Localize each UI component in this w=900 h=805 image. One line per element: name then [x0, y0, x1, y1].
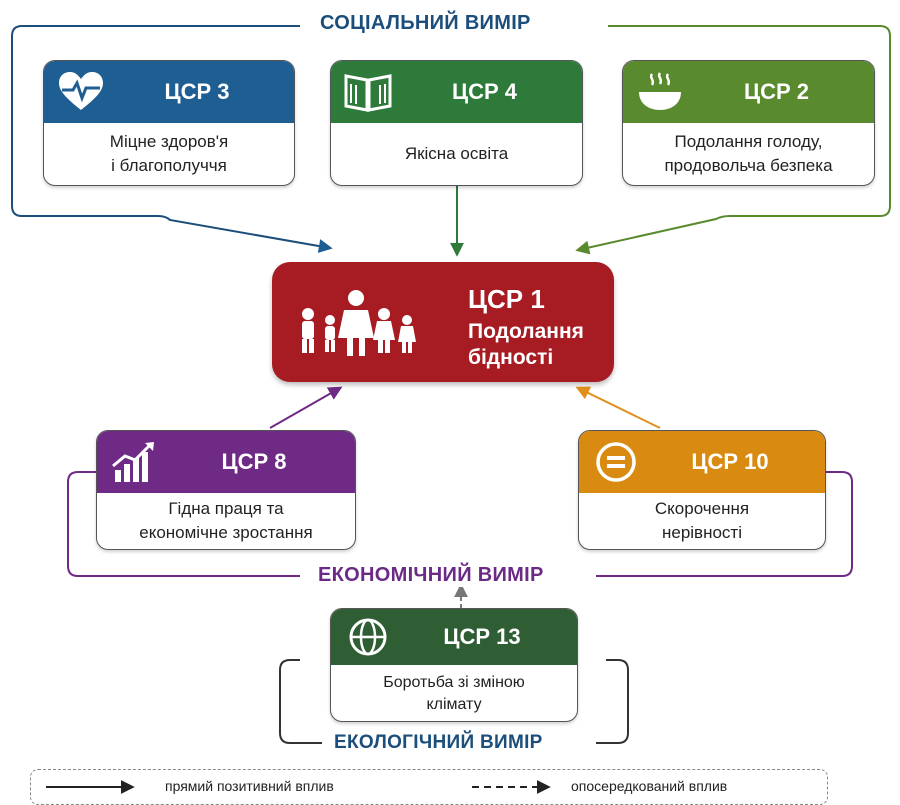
- arrow-sdg8-to-sdg1: [269, 386, 343, 429]
- sdg1-card: ЦСР 1 Подолання бідності: [272, 262, 614, 382]
- sdg1-title-line1: Подолання: [468, 320, 584, 343]
- sdg8-card: ЦСР 8 Гідна праця та економічне зростанн…: [96, 430, 356, 550]
- sdg3-title-line2: і благополуччя: [111, 156, 227, 175]
- legend: прямий позитивний вплив опосередкований …: [30, 769, 828, 805]
- sdg2-title-line1: Подолання голоду,: [674, 132, 823, 151]
- economic-frame-right: [596, 471, 853, 577]
- arrow-sdg10-to-sdg1: [575, 386, 661, 429]
- legend-indirect-label: опосередкований вплив: [571, 778, 728, 794]
- ecological-frame-left: [279, 659, 322, 744]
- sdg3-card: ЦСР 3 Міцне здоров'я і благополуччя: [43, 60, 295, 186]
- sdg4-title-line1: Якісна освіта: [404, 144, 509, 163]
- family-icon: [294, 290, 424, 360]
- sdg1-title-line2: бідності: [468, 346, 554, 369]
- sdg10-title-line1: Скорочення: [654, 499, 750, 518]
- sdg1-code: ЦСР 1: [468, 284, 545, 314]
- sdg13-card: ЦСР 13 Боротьба зі зміною клімату: [330, 608, 578, 722]
- sdg2-title-line2: продовольча безпека: [664, 156, 833, 175]
- sdg2-code: ЦСР 2: [744, 79, 809, 104]
- sdg10-code: ЦСР 10: [691, 449, 769, 474]
- sdg10-title-line2: нерівності: [661, 523, 742, 542]
- heart-pulse-icon: [44, 61, 118, 123]
- globe-icon: [331, 609, 405, 665]
- sdg8-code: ЦСР 8: [221, 449, 287, 474]
- book-icon: [331, 61, 405, 123]
- sdg3-code: ЦСР 3: [164, 79, 230, 104]
- economic-dimension-title: ЕКОНОМІЧНИЙ ВИМІР: [306, 564, 556, 587]
- sdg13-title-line1: Боротьба зі зміною: [383, 674, 525, 691]
- social-frame: [11, 25, 333, 253]
- sdg8-title-line2: економічне зростання: [139, 523, 313, 542]
- ecological-dimension-title: ЕКОЛОГІЧНИЙ ВИМІР: [322, 732, 555, 754]
- legend-direct-label: прямий позитивний вплив: [165, 778, 334, 794]
- sdg3-title-line1: Міцне здоров'я: [109, 132, 229, 151]
- growth-chart-icon: [97, 431, 171, 493]
- sdg13-code: ЦСР 13: [443, 624, 521, 649]
- social-frame-right: [575, 25, 891, 255]
- economic-frame-left: [67, 471, 300, 577]
- sdg2-card: ЦСР 2 Подолання голоду, продовольча безп…: [622, 60, 875, 186]
- equals-icon: [579, 431, 653, 493]
- sdg8-title-line1: Гідна праця та: [168, 499, 284, 518]
- social-dimension-title: СОЦІАЛЬНИЙ ВИМІР: [308, 12, 543, 35]
- sdg10-card: ЦСР 10 Скорочення нерівності: [578, 430, 826, 550]
- sdg13-title-line2: клімату: [426, 696, 482, 713]
- ecological-frame-right: [596, 659, 629, 744]
- bowl-icon: [623, 61, 697, 123]
- sdg4-code: ЦСР 4: [452, 79, 517, 104]
- sdg4-card: ЦСР 4 Якісна освіта: [330, 60, 583, 186]
